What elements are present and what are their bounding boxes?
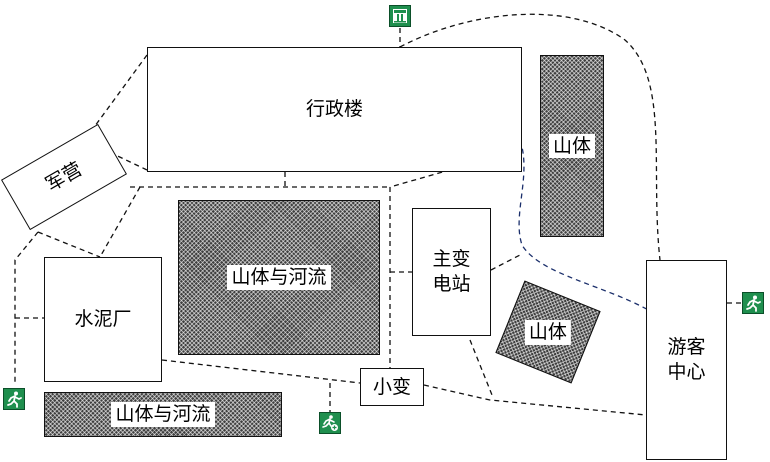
- route-line: [423, 384, 647, 416]
- running-exit-icon: [742, 292, 764, 314]
- barracks-label: 军营: [41, 157, 86, 196]
- main-substation-label: 主变 电站: [432, 248, 471, 295]
- route-line-blue: [518, 139, 653, 313]
- admin-building: 行政楼: [147, 47, 522, 172]
- running-exit-icon: [3, 388, 25, 410]
- route-line: [161, 359, 361, 384]
- emergency-shelter-icon: [389, 5, 411, 27]
- route-line: [14, 231, 39, 385]
- route-line: [91, 54, 148, 131]
- visitor-center-label: 游客 中心: [667, 336, 706, 383]
- mountain-river-center: 山体与河流: [178, 200, 380, 355]
- mountain-right-label: 山体: [548, 133, 595, 159]
- route-line: [399, 13, 661, 261]
- visitor-center: 游客 中心: [646, 260, 727, 460]
- running-exit-plus-icon: [319, 412, 341, 434]
- mountain-rotated-label: 山体: [524, 319, 572, 345]
- route-line: [469, 339, 493, 396]
- small-substation-label: 小变: [372, 375, 411, 398]
- small-substation: 小变: [360, 368, 424, 406]
- cement-factory: 水泥厂: [44, 257, 162, 382]
- route-line: [99, 186, 141, 258]
- main-substation: 主变 电站: [412, 208, 491, 336]
- route-line: [37, 231, 101, 258]
- admin-building-label: 行政楼: [305, 98, 363, 121]
- mountain-river-bottom: 山体与河流: [44, 392, 282, 437]
- cement-factory-label: 水泥厂: [74, 308, 132, 331]
- mountain-river-bottom-label: 山体与河流: [111, 402, 215, 427]
- mountain-river-center-label: 山体与河流: [227, 265, 331, 290]
- route-line: [490, 254, 521, 271]
- mountain-right: 山体: [540, 55, 604, 237]
